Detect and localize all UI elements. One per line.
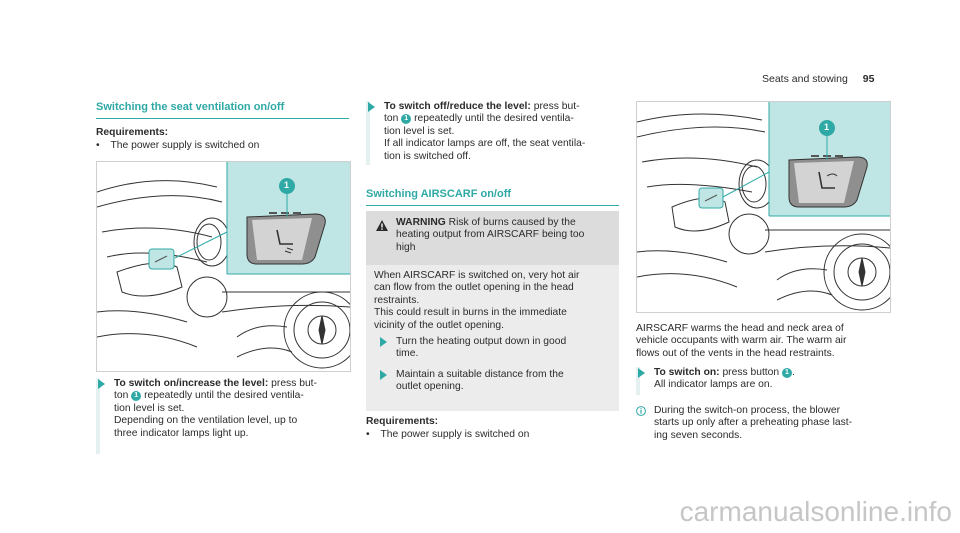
warning-step-2: Maintain a suitable distance from the ou…	[380, 369, 611, 394]
airscarf-button-closeup	[788, 155, 868, 208]
callout-1-badge: 1	[782, 368, 792, 378]
step-switch-on-increase: To switch on/increase the level: press b…	[96, 378, 349, 454]
section-title: Seats and stowing	[762, 73, 848, 85]
page-number: 95	[862, 73, 875, 85]
heading-rule	[96, 118, 349, 119]
heading-rule	[366, 205, 619, 206]
callout-1-label: 1	[284, 180, 290, 190]
note: During the switch-on process, the blower…	[636, 405, 889, 442]
seat-vent-button-closeup	[246, 212, 326, 265]
requirements-item: • The power supply is switched on	[366, 429, 530, 440]
requirements-label: Requirements:	[366, 416, 439, 427]
callout-1-badge: 1	[401, 114, 412, 125]
illustration-airscarf: 1	[636, 101, 891, 313]
callout-1-badge: 1	[131, 391, 142, 402]
heading-airscarf: Switching AIRSCARF on/off	[366, 188, 512, 200]
step-arrow-icon	[380, 370, 387, 380]
airscarf-description: AIRSCARF warms the head and neck area of…	[636, 323, 847, 359]
callout-1-label: 1	[824, 122, 830, 132]
warning-body: When AIRSCARF is switched on, very hot a…	[374, 270, 580, 331]
warning-header: WARNING Risk of burns caused by the heat…	[366, 211, 619, 265]
step-arrow-icon	[98, 379, 105, 389]
watermark: carmanualsonline.info	[679, 496, 952, 527]
requirements-item: • The power supply is switched on	[96, 140, 260, 151]
requirements-label: Requirements:	[96, 127, 169, 138]
step-arrow-icon	[380, 337, 387, 347]
step-airscarf-switch-on: To switch on: press button 1. All indica…	[636, 367, 889, 395]
warning-triangle-icon	[376, 220, 388, 231]
info-icon	[636, 406, 646, 416]
warning-title: WARNING	[396, 217, 446, 228]
warning-box: WARNING Risk of burns caused by the heat…	[366, 211, 619, 411]
heading-seat-ventilation: Switching the seat ventilation on/off	[96, 101, 285, 113]
running-header: Seats and stowing 95	[762, 73, 874, 85]
step-arrow-icon	[638, 368, 645, 378]
step-switch-off-reduce: To switch off/reduce the level: press bu…	[366, 101, 619, 165]
door-panel-drawing	[97, 162, 350, 369]
step-arrow-icon	[368, 102, 375, 112]
illustration-seat-ventilation: 1	[96, 161, 351, 372]
door-panel-drawing	[637, 102, 890, 311]
warning-step-1: Turn the heating output down in good tim…	[380, 336, 611, 361]
